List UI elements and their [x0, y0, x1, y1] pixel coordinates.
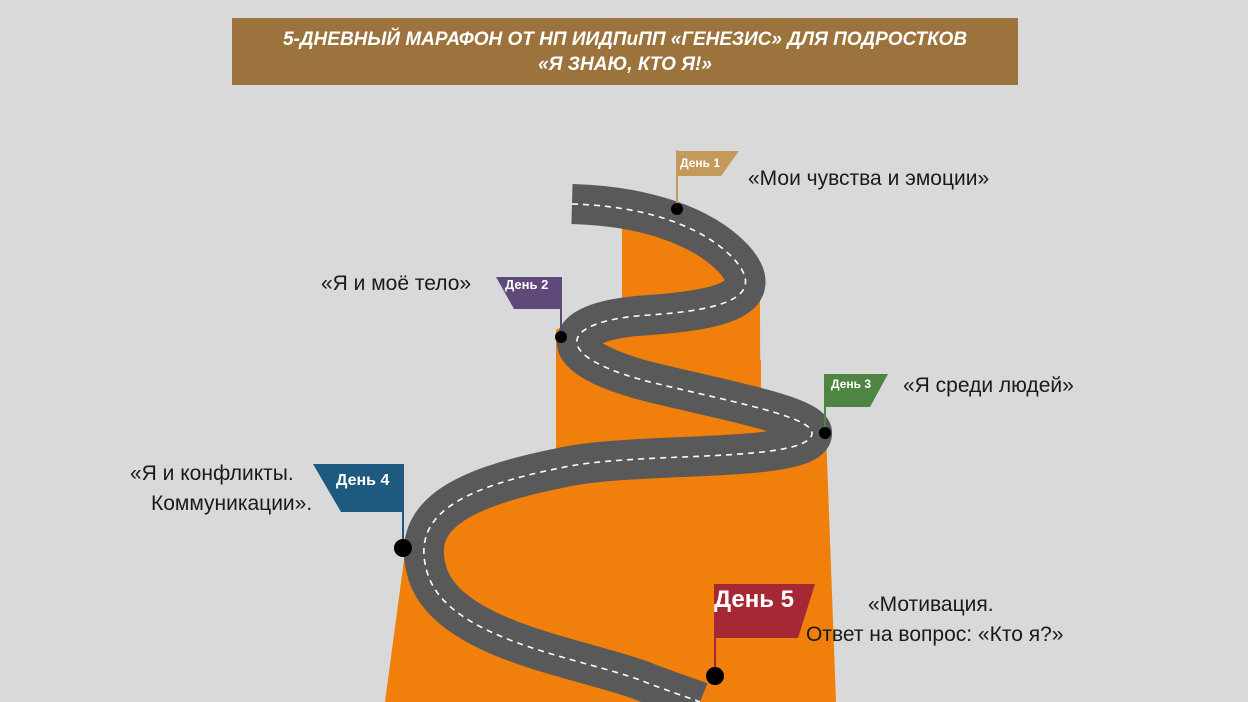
title-line-2: «Я ЗНАЮ, КТО Я!» — [538, 53, 712, 75]
day4-flag: День 4 — [313, 464, 412, 557]
day2-flag: День 2 — [496, 277, 567, 343]
title-banner: 5-ДНЕВНЫЙ МАРАФОН ОТ НП ИИДПиПП «ГЕНЕЗИС… — [232, 18, 1018, 85]
day5-flag: День 5 — [706, 584, 815, 685]
day4-caption-line2: Коммуникации». — [151, 492, 313, 515]
day1-caption: «Мои чувства и эмоции» — [748, 167, 990, 190]
day3-caption: «Я среди людей» — [903, 374, 1074, 397]
day2-marker — [555, 331, 567, 343]
day2-caption: «Я и моё тело» — [321, 272, 472, 295]
day3-flag: День 3 — [819, 374, 888, 439]
day1-flag: День 1 — [671, 150, 739, 215]
day2-flag-label: День 2 — [505, 277, 548, 292]
day5-marker — [706, 667, 724, 685]
day5-caption-line2: Ответ на вопрос: «Кто я?» — [806, 623, 1064, 646]
road-center-line — [423, 203, 813, 702]
day1-marker — [671, 203, 683, 215]
day5-caption-line1: «Мотивация. — [868, 593, 994, 616]
day1-flag-label: День 1 — [680, 156, 720, 170]
day5-caption: «Мотивация. Ответ на вопрос: «Кто я?» — [806, 590, 1063, 650]
day3-marker — [819, 427, 831, 439]
day4-caption-line1: «Я и конфликты. — [130, 462, 294, 485]
day4-caption: «Я и конфликты. Коммуникации». — [130, 459, 312, 519]
day3-flag-label: День 3 — [831, 377, 871, 391]
day4-marker — [394, 539, 412, 557]
title-line-1: 5-ДНЕВНЫЙ МАРАФОН ОТ НП ИИДПиПП «ГЕНЕЗИС… — [282, 28, 968, 50]
day4-flag-label: День 4 — [336, 472, 389, 489]
day5-flag-label: День 5 — [714, 586, 794, 613]
